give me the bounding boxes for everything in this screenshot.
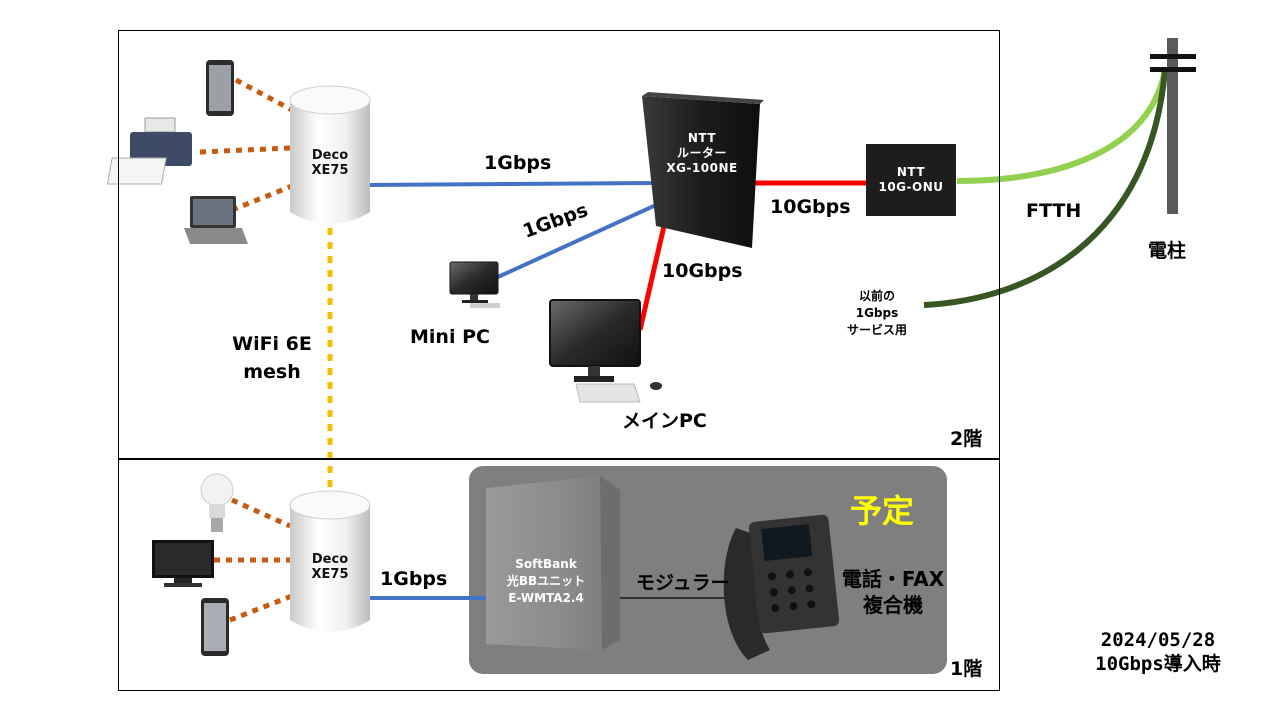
- date-footer: 2024/05/28 10Gbps導入時: [1070, 628, 1246, 676]
- phone-fax-label: 電話・FAX 複合機: [838, 566, 948, 618]
- router-type: ルーター: [676, 146, 727, 160]
- deco-lower-label: Deco XE75: [300, 552, 360, 582]
- old-line-text-1: 以前の: [858, 289, 895, 303]
- wifi-mesh-type: mesh: [243, 361, 301, 383]
- light-bulb-icon: [200, 473, 234, 532]
- phone-fax-icon: [723, 514, 840, 660]
- old-line-text-3: サービス用: [846, 323, 907, 337]
- wifi-mesh-standard: WiFi 6E: [232, 333, 312, 355]
- speed-deco-router: 1Gbps: [484, 152, 552, 174]
- ftth-line: [956, 69, 1168, 184]
- monitor-icon: [152, 540, 214, 587]
- modular-label: モジュラー: [636, 572, 730, 594]
- softbank-brand: SoftBank: [515, 557, 577, 571]
- wireless-client-links-upper: [199, 77, 294, 213]
- pole-label: 電柱: [1148, 240, 1187, 262]
- main-pc-label: メインPC: [622, 410, 707, 432]
- smartphone-icon: [201, 598, 229, 656]
- deco-upper-device: [289, 85, 371, 224]
- wifi-mesh-label: WiFi 6E mesh: [222, 330, 322, 386]
- onu-model: 10G-ONU: [878, 180, 944, 194]
- utility-pole-icon: [1150, 38, 1196, 214]
- floor-1-box: [118, 458, 1000, 691]
- router-label: NTT ルーター XG-100NE: [650, 131, 754, 176]
- floor-1-label: 1階: [950, 658, 983, 680]
- router-brand: NTT: [687, 131, 717, 145]
- planned-label: 予定: [850, 492, 915, 530]
- softbank-type: 光BBユニット: [506, 574, 586, 588]
- onu-device: [866, 144, 956, 216]
- deco-upper-name: Deco: [311, 148, 349, 163]
- softbank-label: SoftBank 光BBユニット E-WMTA2.4: [492, 556, 600, 607]
- speed-deco-softbank: 1Gbps: [380, 568, 448, 590]
- old-fiber-line: [923, 69, 1168, 308]
- mini-pc-label: Mini PC: [410, 326, 490, 348]
- phone-fax-text-1: 電話・FAX: [841, 567, 945, 591]
- speed-router-onu: 10Gbps: [770, 196, 851, 218]
- old-line-label: 以前の 1Gbps サービス用: [834, 288, 920, 339]
- deco-lower-name: Deco: [311, 552, 349, 567]
- mini-pc-icon: [449, 261, 500, 308]
- floor-2-label: 2階: [950, 428, 983, 450]
- phone-fax-text-2: 複合機: [863, 593, 923, 617]
- deco-lower-device: [289, 490, 371, 632]
- onu-label: NTT 10G-ONU: [866, 165, 956, 195]
- router-device: [642, 92, 764, 248]
- printer-icon: [106, 117, 192, 185]
- footer-date: 2024/05/28: [1100, 629, 1216, 651]
- speed-router-mainpc: 10Gbps: [662, 260, 743, 282]
- footer-note: 10Gbps導入時: [1095, 653, 1221, 675]
- link-deco-router: [367, 181, 657, 187]
- link-minipc-router: [497, 203, 657, 279]
- tablet-icon: [206, 60, 234, 116]
- old-line-text-2: 1Gbps: [855, 306, 899, 320]
- softbank-unit-device: [486, 476, 620, 650]
- main-pc-icon: [549, 299, 662, 403]
- wireless-client-links-lower: [214, 497, 293, 623]
- ftth-label: FTTH: [1026, 200, 1082, 222]
- softbank-model: E-WMTA2.4: [508, 591, 584, 605]
- deco-lower-model: XE75: [311, 567, 349, 582]
- laptop-icon: [184, 196, 248, 244]
- onu-brand: NTT: [896, 165, 926, 179]
- floor-2-box: [118, 30, 1000, 460]
- deco-upper-model: XE75: [311, 163, 349, 178]
- deco-upper-label: Deco XE75: [300, 148, 360, 178]
- link-router-mainpc: [637, 225, 667, 331]
- router-model: XG-100NE: [666, 161, 738, 175]
